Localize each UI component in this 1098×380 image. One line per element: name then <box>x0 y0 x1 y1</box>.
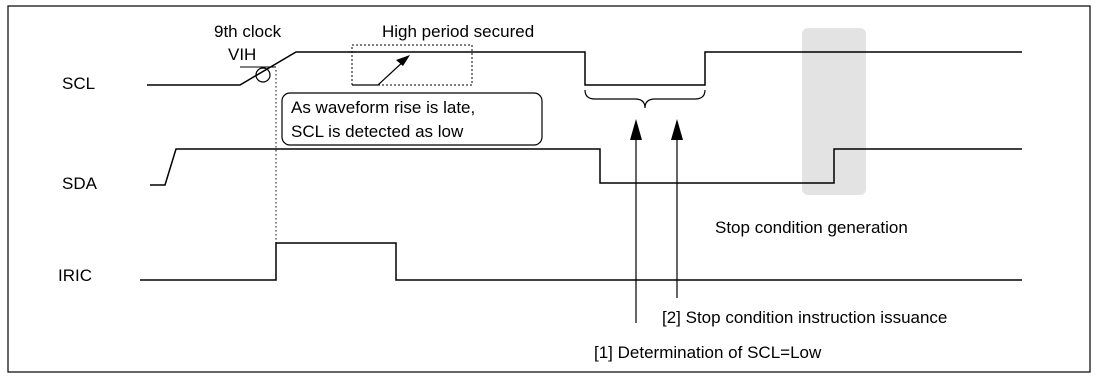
diagram-frame <box>7 5 1091 373</box>
threshold-crossing-circle <box>255 67 271 83</box>
delayed-rise-line <box>377 59 406 86</box>
stop-condition-generation-label: Stop condition generation <box>715 218 908 237</box>
sda-label: SDA <box>62 174 98 193</box>
high-period-box <box>351 44 473 86</box>
iric-label: IRIC <box>58 266 92 285</box>
scl-low-brace <box>584 89 706 109</box>
arrow-2-head <box>671 119 683 140</box>
sda-waveform <box>150 148 1022 186</box>
scl-label: SCL <box>62 74 95 93</box>
iric-waveform <box>140 242 1022 281</box>
high-period-label: High period secured <box>382 22 534 41</box>
arrow-1-head <box>630 119 642 140</box>
late-rise-callout <box>281 92 543 146</box>
late-rise-line-2: SCL is detected as low <box>291 122 464 141</box>
stop-condition-highlight <box>802 28 866 195</box>
ninth-clock-label: 9th clock <box>214 22 282 41</box>
scl-waveform <box>147 51 1022 86</box>
vih-label: VIH <box>228 45 256 64</box>
delayed-rise-arrowhead <box>396 55 410 66</box>
step-2-label: [2] Stop condition instruction issuance <box>662 308 947 327</box>
step-1-label: [1] Determination of SCL=Low <box>594 343 822 362</box>
late-rise-line-1: As waveform rise is late, <box>291 98 475 117</box>
